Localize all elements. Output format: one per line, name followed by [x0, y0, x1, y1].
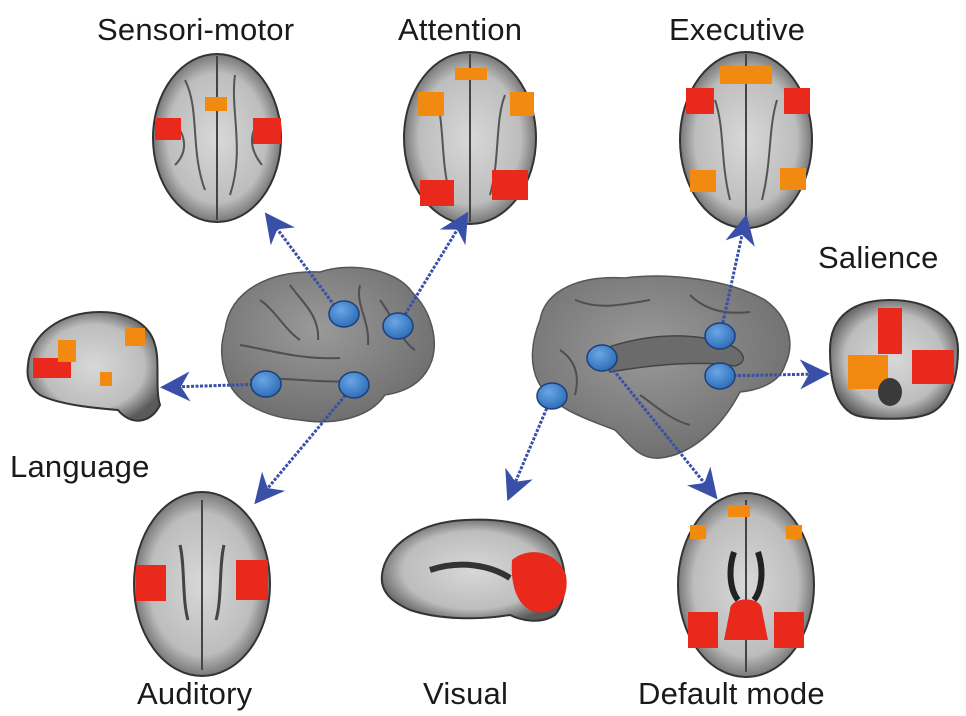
- node-visual: [537, 383, 567, 409]
- slice-salience: [830, 300, 958, 419]
- node-sensorimotor: [329, 301, 359, 327]
- arrow-visual: [512, 396, 552, 490]
- node-auditory: [339, 372, 369, 398]
- slice-visual: [382, 520, 567, 621]
- slice-sensorimotor: [153, 54, 281, 222]
- slice-auditory: [134, 492, 270, 676]
- node-language: [251, 371, 281, 397]
- node-attention: [383, 313, 413, 339]
- node-default-mode: [587, 345, 617, 371]
- slice-executive: [680, 52, 812, 228]
- slice-default-mode: [678, 493, 814, 677]
- node-salience: [705, 363, 735, 389]
- lateral-brain: [222, 267, 435, 421]
- arrow-attention: [398, 222, 462, 326]
- node-executive: [705, 323, 735, 349]
- slice-attention: [404, 52, 536, 224]
- slice-language: [28, 312, 161, 421]
